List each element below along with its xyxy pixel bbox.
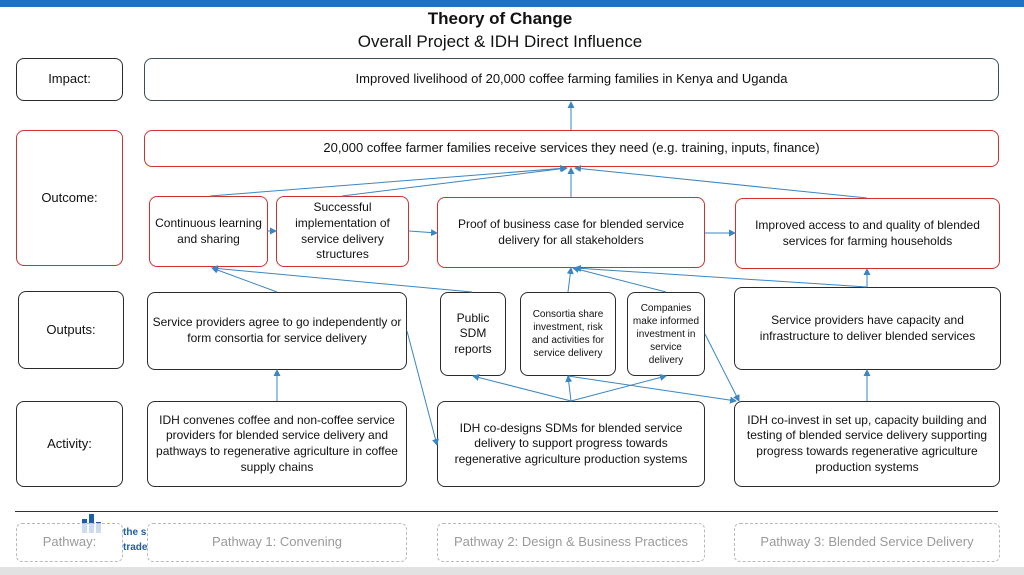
diagram-subtitle: Overall Project & IDH Direct Influence bbox=[357, 32, 643, 51]
row-label-outputs: Outputs: bbox=[18, 291, 124, 369]
outcome-main-box: 20,000 coffee farmer families receive se… bbox=[144, 130, 999, 167]
bottom-bar bbox=[0, 567, 1024, 575]
arrow-companies-to-proof bbox=[572, 266, 667, 293]
impact-box: Improved livelihood of 20,000 coffee far… bbox=[144, 58, 999, 101]
pathway-3-box: Pathway 3: Blended Service Delivery bbox=[734, 523, 1000, 562]
arrow-codesigns-to-companies bbox=[570, 374, 667, 402]
top-accent-bar bbox=[0, 0, 1024, 7]
output-consortia-share-box: Consortia share investment, risk and act… bbox=[520, 292, 616, 376]
outcome-continuous-learning-box: Continuous learning and sharing bbox=[149, 196, 268, 267]
output-capacity-infrastructure-box: Service providers have capacity and infr… bbox=[734, 287, 1001, 370]
row-label-activity: Activity: bbox=[16, 401, 123, 487]
arrow-agree-to-codesigns bbox=[406, 330, 439, 446]
row-label-impact: Impact: bbox=[16, 58, 123, 101]
arrow-successful-to-outcome bbox=[341, 165, 568, 197]
arrow-agree-to-continuous bbox=[211, 266, 278, 293]
output-service-providers-agree-box: Service providers agree to go independen… bbox=[147, 292, 407, 370]
pathway-2-box: Pathway 2: Design & Business Practices bbox=[437, 523, 705, 562]
logo-text-line2: trade bbox=[123, 541, 148, 553]
activity-convenes-box: IDH convenes coffee and non-coffee servi… bbox=[147, 401, 407, 487]
arrow-consortia-to-proof bbox=[566, 267, 574, 293]
divider-line bbox=[15, 511, 998, 512]
arrow-capacity-to-proof bbox=[574, 264, 868, 288]
outcome-proof-of-business-case-box: Proof of business case for blended servi… bbox=[437, 197, 705, 268]
activity-coinvest-box: IDH co-invest in set up, capacity buildi… bbox=[734, 401, 1000, 487]
outcome-improved-access-box: Improved access to and quality of blende… bbox=[735, 198, 1000, 269]
logo-text-line1: the s bbox=[123, 527, 147, 538]
arrow-public-to-continuous bbox=[211, 265, 473, 293]
row-label-outcome: Outcome: bbox=[16, 130, 123, 266]
output-public-sdm-reports-box: Public SDM reports bbox=[440, 292, 506, 376]
arrow-continuous-to-outcome bbox=[209, 164, 567, 197]
outcome-successful-implementation-box: Successful implementation of service del… bbox=[276, 196, 409, 267]
activity-codesigns-box: IDH co-designs SDMs for blended service … bbox=[437, 401, 705, 487]
pathway-1-box: Pathway 1: Convening bbox=[147, 523, 407, 562]
diagram-title: Theory of Change bbox=[427, 9, 573, 28]
arrow-codesigns-to-consortia bbox=[565, 375, 573, 402]
output-companies-invest-box: Companies make informed investment in se… bbox=[627, 292, 705, 376]
arrow-consortia-to-coinvest bbox=[567, 375, 737, 404]
arrow-successful-to-proof bbox=[408, 229, 438, 237]
row-label-pathway: Pathway: bbox=[16, 523, 123, 562]
arrow-access-to-outcome bbox=[574, 165, 868, 199]
arrow-codesigns-to-public bbox=[472, 374, 572, 402]
